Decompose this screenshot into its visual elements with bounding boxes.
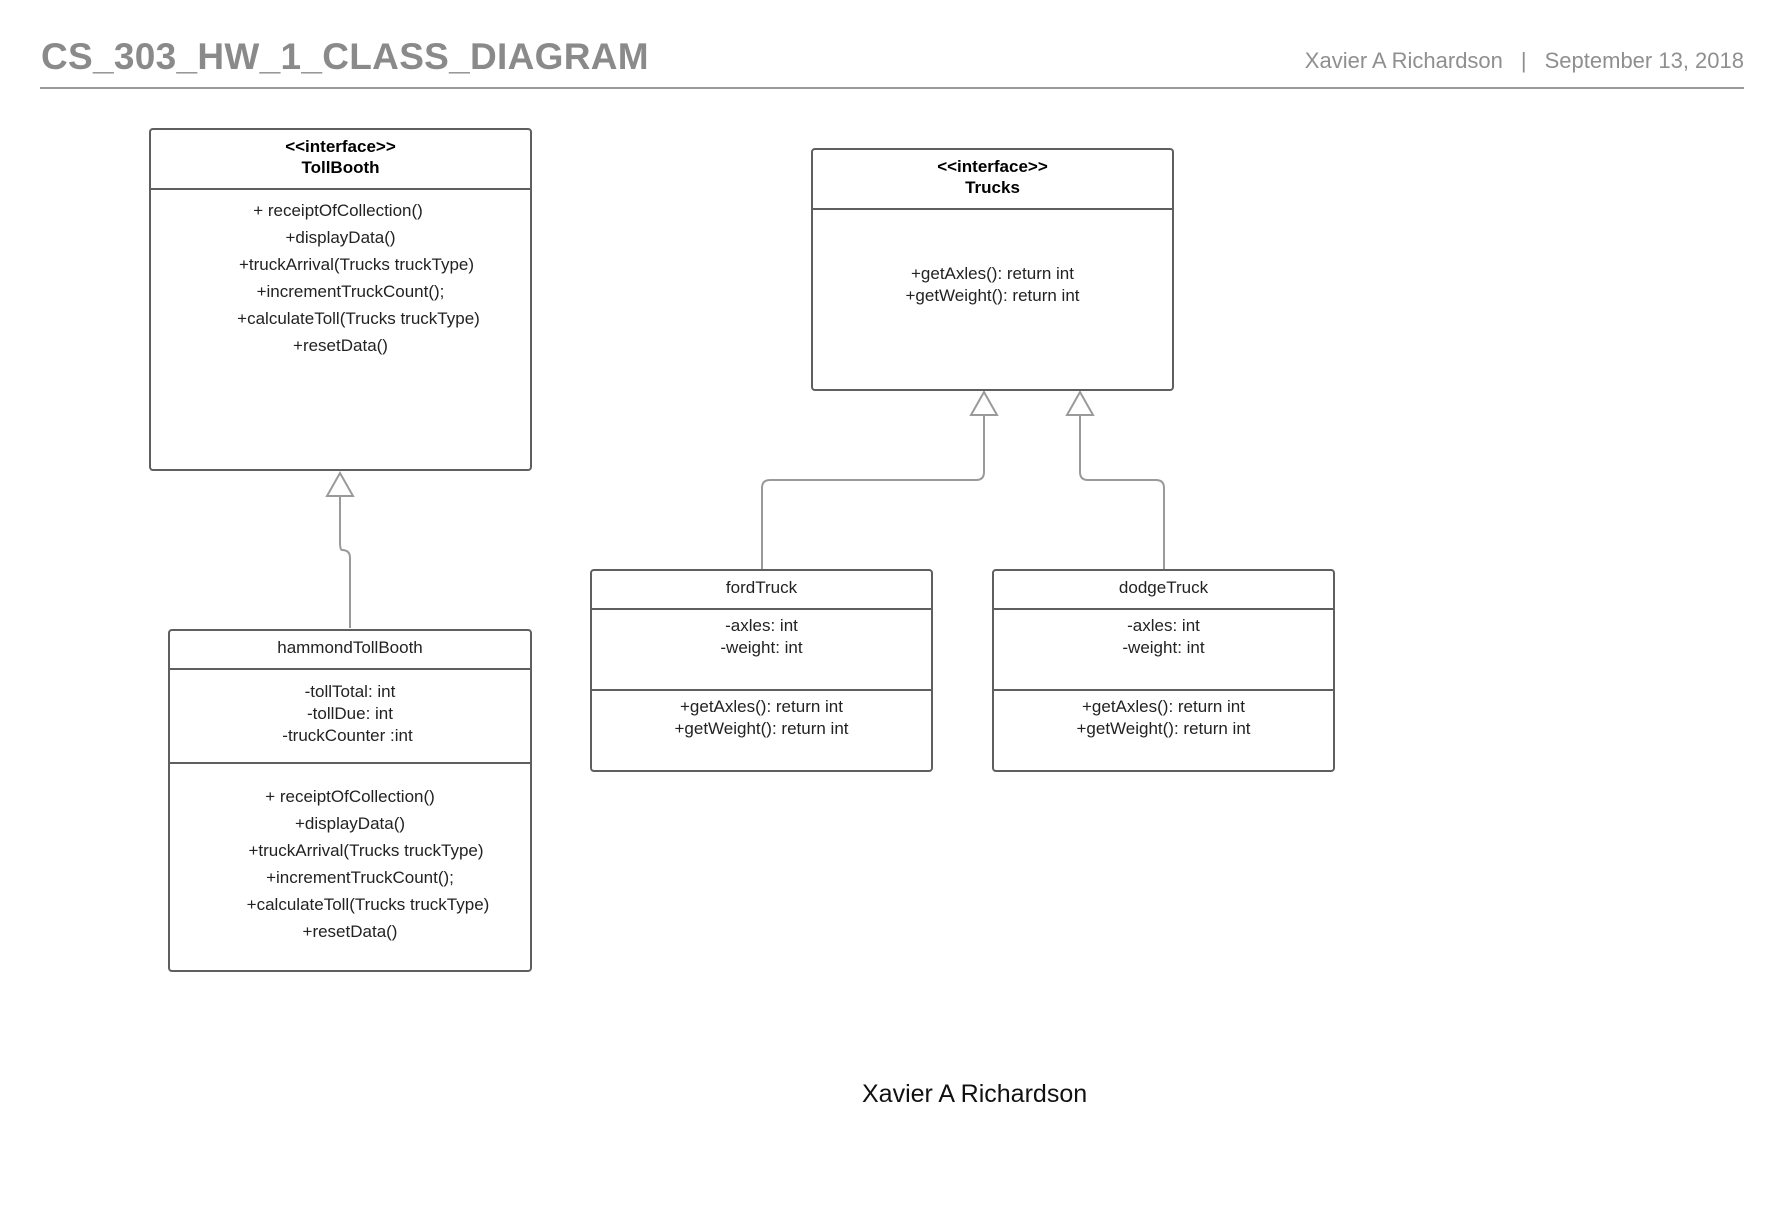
method-item: + receiptOfCollection(): [253, 201, 423, 220]
methods-section: + receiptOfCollection() +displayData() +…: [151, 190, 530, 359]
document-date: September 13, 2018: [1544, 48, 1744, 73]
class-header: fordTruck: [592, 571, 931, 610]
method-item: +getAxles(): return int: [1082, 697, 1245, 716]
method-item: +incrementTruckCount();: [256, 282, 445, 301]
attributes-section: -axles: int -weight: int: [994, 610, 1333, 691]
attribute-item: -axles: int: [725, 616, 798, 635]
realization-arrowhead: [1065, 389, 1095, 416]
class-tollbooth: <<interface>> TollBooth + receiptOfColle…: [149, 128, 532, 471]
footer-author-name: Xavier A Richardson: [862, 1080, 1088, 1108]
class-dodge-truck: dodgeTruck -axles: int -weight: int +get…: [992, 569, 1335, 772]
class-header: <<interface>> TollBooth: [151, 130, 530, 190]
method-item: +displayData(): [294, 814, 406, 833]
attributes-section: -axles: int -weight: int: [592, 610, 931, 691]
attribute-item: -weight: int: [1122, 638, 1205, 657]
method-item: +truckArrival(Trucks truckType): [248, 841, 484, 860]
class-name: dodgeTruck: [1118, 578, 1209, 597]
attribute-item: -truckCounter :int: [282, 726, 413, 745]
methods-section: + receiptOfCollection() +displayData() +…: [170, 764, 530, 945]
attribute-item: -axles: int: [1127, 616, 1200, 635]
attributes-section: -tollTotal: int -tollDue: int -truckCoun…: [170, 670, 530, 764]
class-name: hammondTollBooth: [277, 638, 423, 657]
class-name: Trucks: [965, 178, 1020, 197]
method-item: +displayData(): [285, 228, 396, 247]
class-trucks: <<interface>> Trucks +getAxles(): return…: [811, 148, 1174, 391]
author-name: Xavier A Richardson: [1304, 48, 1503, 73]
stereotype-label: <<interface>>: [285, 137, 396, 156]
method-item: +calculateToll(Trucks truckType): [246, 895, 490, 914]
method-item: +getWeight(): return int: [905, 286, 1080, 305]
class-hammond-tollbooth: hammondTollBooth -tollTotal: int -tollDu…: [168, 629, 532, 972]
attribute-item: -weight: int: [720, 638, 803, 657]
header-meta: Xavier A Richardson | September 13, 2018: [1305, 48, 1744, 74]
methods-section: +getAxles(): return int +getWeight(): re…: [813, 210, 1172, 307]
method-item: +truckArrival(Trucks truckType): [238, 255, 475, 274]
method-item: +calculateToll(Trucks truckType): [237, 309, 480, 328]
page-title: CS_303_HW_1_CLASS_DIAGRAM: [41, 36, 649, 77]
realization-hammond-to-tollbooth: [339, 496, 351, 628]
class-header: dodgeTruck: [994, 571, 1333, 610]
method-item: +resetData(): [302, 922, 398, 941]
method-item: + receiptOfCollection(): [265, 787, 435, 806]
header-divider: [40, 87, 1744, 89]
realization-ford-to-trucks: [761, 415, 985, 569]
realization-arrowhead: [969, 389, 999, 416]
method-item: +getWeight(): return int: [1076, 719, 1251, 738]
class-name: fordTruck: [725, 578, 798, 597]
method-item: +getAxles(): return int: [911, 264, 1074, 283]
header-separator: |: [1520, 48, 1527, 73]
methods-section: +getAxles(): return int +getWeight(): re…: [994, 691, 1333, 740]
realization-dodge-to-trucks: [1079, 415, 1165, 569]
method-item: +getWeight(): return int: [674, 719, 849, 738]
method-item: +resetData(): [293, 336, 388, 355]
method-item: +incrementTruckCount();: [266, 868, 454, 887]
class-name: TollBooth: [301, 158, 380, 177]
methods-section: +getAxles(): return int +getWeight(): re…: [592, 691, 931, 740]
realization-arrowhead: [325, 470, 355, 497]
method-item: +getAxles(): return int: [680, 697, 843, 716]
class-ford-truck: fordTruck -axles: int -weight: int +getA…: [590, 569, 933, 772]
stereotype-label: <<interface>>: [937, 157, 1048, 176]
class-header: hammondTollBooth: [170, 631, 530, 670]
attribute-item: -tollDue: int: [307, 704, 393, 723]
class-header: <<interface>> Trucks: [813, 150, 1172, 210]
attribute-item: -tollTotal: int: [304, 682, 396, 701]
